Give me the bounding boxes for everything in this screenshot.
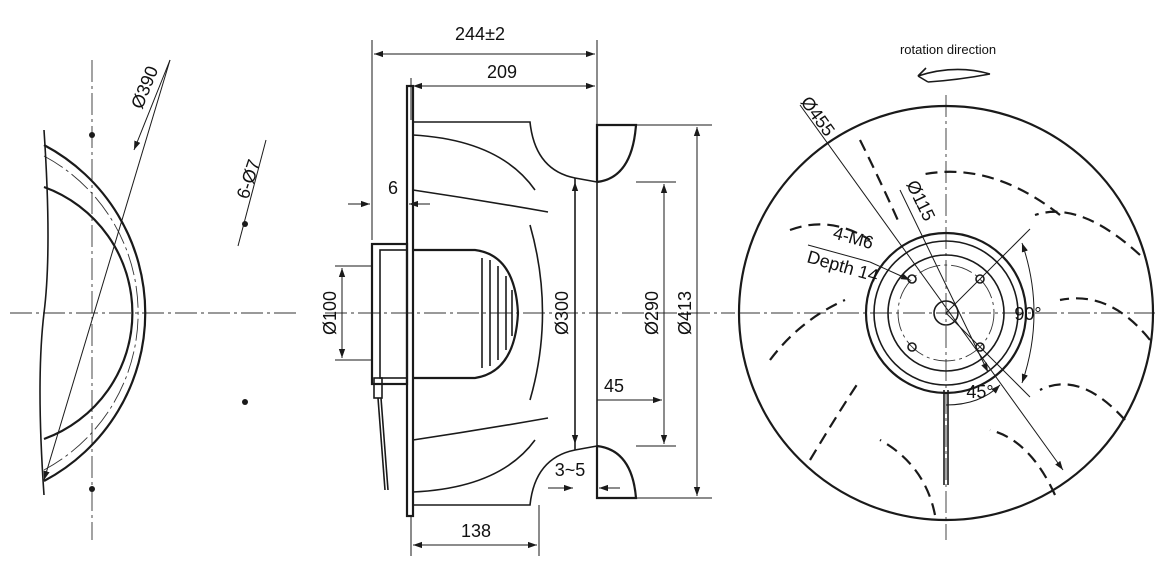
motor-flange <box>370 242 409 386</box>
right-view: rotation direction Ø455 Ø115 4-M6 Depth … <box>737 42 1155 540</box>
hub-ring <box>887 254 1005 372</box>
motor-flange-inner <box>379 249 408 379</box>
dia-455-label: Ø455 <box>797 93 839 140</box>
flange-6-label: 6 <box>388 178 398 198</box>
blade-line <box>412 439 536 493</box>
dia-115-leader <box>899 189 989 373</box>
cut-edge-line <box>39 129 49 496</box>
inner-ring-arc <box>43 185 134 441</box>
dia-100-label: Ø100 <box>320 291 340 335</box>
dim-45-label: 45 <box>604 376 624 396</box>
angle-45-label: 45° <box>966 382 993 402</box>
thread-bolt-circle <box>897 264 995 362</box>
holes-6x7-label: 6-Ø7 <box>233 157 264 201</box>
angle-90-label: 90° <box>1014 304 1041 324</box>
angle-45-arc <box>945 384 1001 406</box>
gap-3-5-label: 3~5 <box>555 460 586 480</box>
impeller-bottom-outline <box>413 445 598 506</box>
inlet-ring-top <box>595 123 638 184</box>
dia-300-label: Ø300 <box>552 291 572 335</box>
thread-m6-label: 4-M6 <box>831 223 876 254</box>
angle-ray <box>945 228 1031 314</box>
thread-leader <box>807 244 871 263</box>
dia-390-arrow <box>133 59 171 151</box>
thread-leader-arrow <box>869 261 911 281</box>
blade-line <box>412 189 549 213</box>
cable <box>377 397 386 491</box>
length-209-label: 209 <box>487 62 517 82</box>
outer-flange-arc <box>43 144 147 482</box>
mount-hole <box>242 399 248 405</box>
left-view: Ø390 6-Ø7 <box>10 59 300 540</box>
impeller-blades <box>769 139 1151 516</box>
hub-ring <box>873 240 1019 386</box>
motor-cooling-fins <box>481 258 513 368</box>
overall-length-label: 244±2 <box>455 24 505 44</box>
angle-90-arc <box>1021 242 1035 384</box>
length-138-label: 138 <box>461 521 491 541</box>
mount-hole <box>89 132 95 138</box>
dia-115-label: Ø115 <box>902 177 939 224</box>
mount-hole <box>89 486 95 492</box>
dia-390-leader <box>43 59 171 481</box>
rotation-arrow-icon <box>917 67 991 83</box>
rotation-direction-label: rotation direction <box>900 42 996 57</box>
bolt-circle-arc <box>43 155 139 471</box>
cable-gland <box>373 377 383 399</box>
dia-455-leader <box>799 104 1064 471</box>
blade-line <box>412 134 536 191</box>
angle-ray <box>945 312 1031 398</box>
motor-body <box>413 248 520 380</box>
impeller-outer-circle <box>737 104 1155 522</box>
dia-290-label: Ø290 <box>642 291 662 335</box>
side-view: 244±2 209 <box>320 24 735 556</box>
inlet-ring-bottom <box>595 444 638 500</box>
impeller-top-outline <box>413 121 598 183</box>
cable <box>380 397 389 491</box>
dia-413-label: Ø413 <box>675 291 695 335</box>
impeller-hub-curve <box>529 224 544 401</box>
blade-line <box>412 417 549 441</box>
shaft <box>933 300 959 326</box>
holes-leader <box>237 139 267 247</box>
